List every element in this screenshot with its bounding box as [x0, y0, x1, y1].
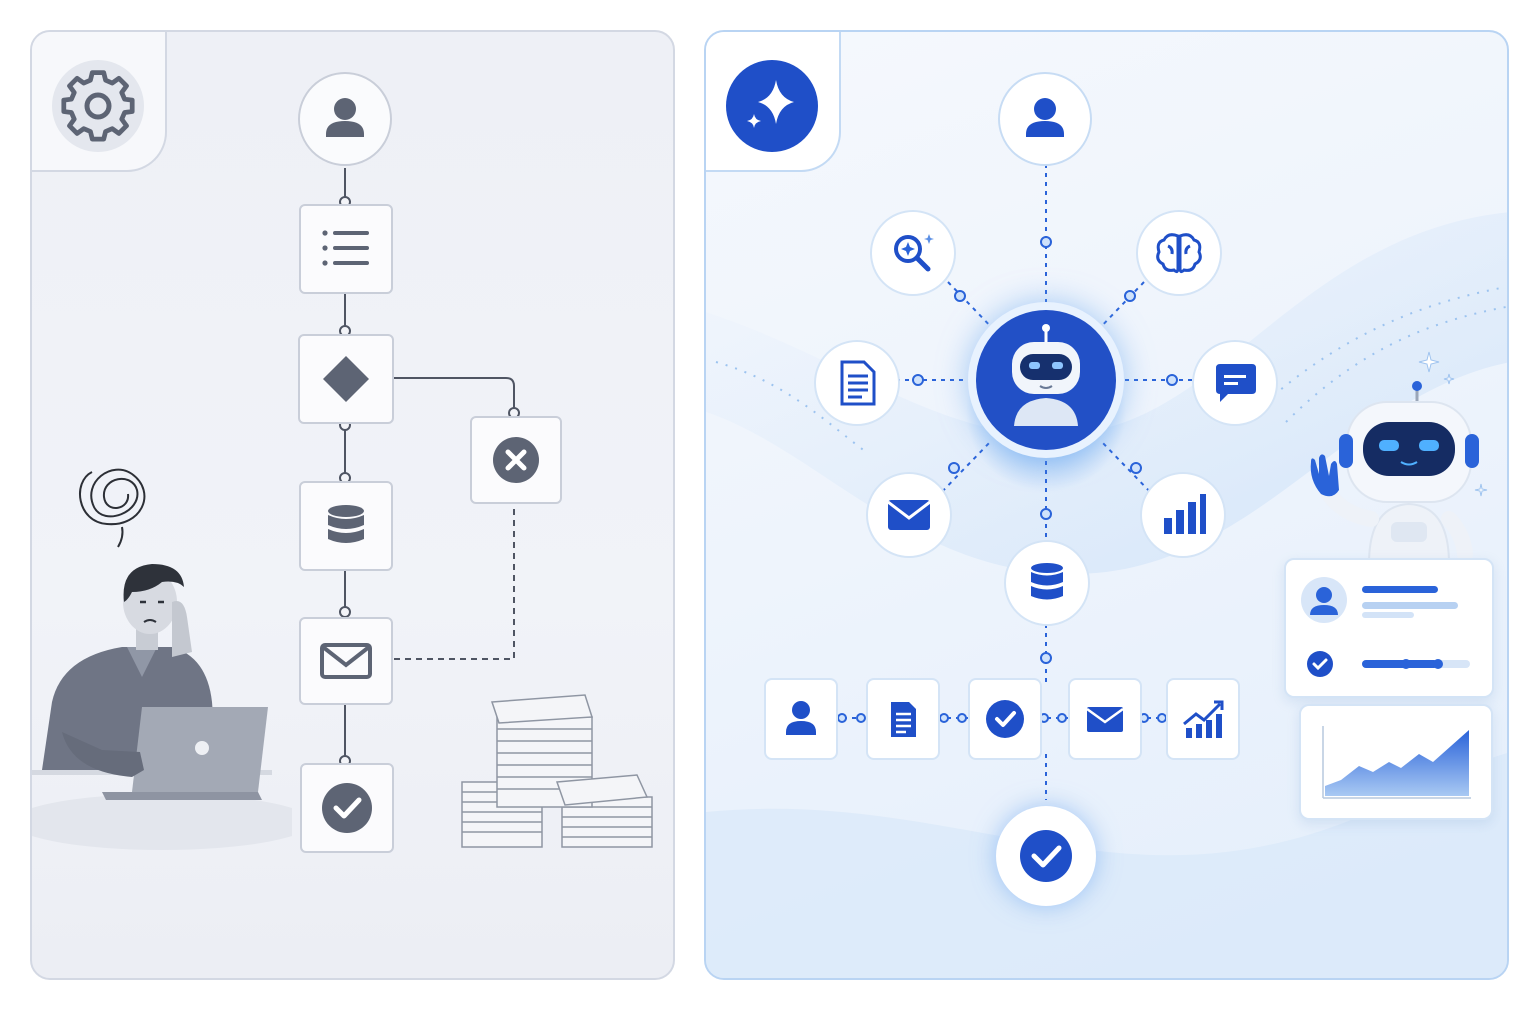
- check-icon: [1020, 830, 1072, 882]
- stressed-person-illustration: [32, 468, 292, 850]
- check-icon: [986, 700, 1024, 738]
- database-icon: [328, 505, 364, 543]
- gear-icon: [52, 60, 144, 152]
- pipeline-user: [764, 678, 838, 760]
- paper-stacks-illustration: [461, 694, 653, 848]
- decision-node: [298, 334, 394, 424]
- bar-chart-node: [1140, 472, 1226, 558]
- bar-chart-icon: [1164, 494, 1206, 534]
- scribble-thought-icon: [79, 468, 146, 548]
- x-circle-icon: [493, 437, 539, 483]
- profile-card: [1284, 558, 1494, 698]
- database-node: [299, 481, 393, 571]
- user-node: [298, 72, 392, 166]
- mail-icon: [887, 500, 931, 530]
- ai-automation-panel: [704, 30, 1509, 980]
- check-icon: [1307, 651, 1333, 677]
- user-icon: [326, 98, 364, 137]
- user-icon: [786, 701, 816, 735]
- user-icon: [1026, 98, 1064, 137]
- database-icon: [1031, 563, 1063, 600]
- list-node: [299, 204, 393, 294]
- trend-chart-icon: [1183, 700, 1224, 738]
- manual-workflow-panel: [30, 30, 675, 980]
- brain-icon: [1156, 233, 1202, 274]
- user-node: [998, 72, 1092, 166]
- search-sparkle-icon: [894, 234, 934, 272]
- database-node: [1004, 540, 1090, 626]
- final-check-node: [996, 806, 1096, 906]
- area-chart-icon: [1322, 726, 1471, 799]
- done-node: [300, 763, 394, 853]
- area-chart-card: [1299, 704, 1493, 820]
- chat-icon: [1216, 364, 1256, 402]
- robot-icon: [976, 310, 1116, 450]
- flow-connectors: [339, 168, 520, 767]
- chat-node: [1192, 340, 1278, 426]
- brain-node: [1136, 210, 1222, 296]
- mail-icon: [320, 643, 372, 679]
- ai-hub: [968, 302, 1124, 458]
- check-icon: [322, 783, 372, 833]
- hub-connectors: [834, 164, 1194, 800]
- document-icon: [891, 702, 916, 737]
- pipeline-document: [866, 678, 940, 760]
- pipeline-mail: [1068, 678, 1142, 760]
- document-icon: [840, 360, 876, 406]
- waving-robot-illustration: [1310, 351, 1488, 564]
- mail-icon: [1086, 707, 1124, 732]
- decision-diamond-icon: [323, 356, 369, 402]
- pipeline-trend: [1166, 678, 1240, 760]
- mail-node: [299, 617, 393, 705]
- document-node: [814, 340, 900, 426]
- sparkle-icon: [726, 60, 818, 152]
- search-node: [870, 210, 956, 296]
- error-node: [470, 416, 562, 504]
- pipeline-check: [968, 678, 1042, 760]
- list-icon: [322, 230, 369, 266]
- mail-node: [866, 472, 952, 558]
